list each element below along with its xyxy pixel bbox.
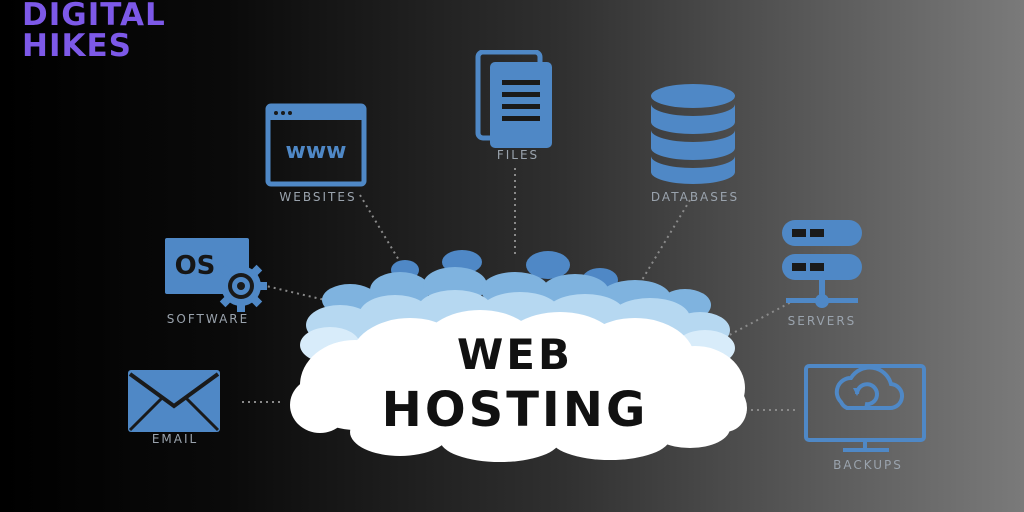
backups-label: BACKUPS [833,458,903,472]
logo-line-2: HIKES [22,28,133,64]
headline-line-2: HOSTING [381,382,649,438]
browser-window-icon: www [265,103,367,187]
email-label: EMAIL [151,432,199,446]
databases-label: DATABASES [650,190,740,204]
software-label: SOFTWARE [166,312,250,326]
files-icon [475,50,552,148]
www-text: www [286,139,347,164]
logo-line-1: DIGITAL [22,0,166,33]
backup-monitor-icon [804,364,926,452]
headline-line-1: WEB [456,330,574,379]
envelope-icon [128,370,220,432]
websites-label: WEBSITES [279,190,357,204]
os-text: OS [175,251,216,281]
files-label: FILES [496,148,540,162]
os-gear-icon: OS [165,238,267,312]
server-icon [782,220,862,308]
database-icon [651,84,735,184]
servers-label: SERVERS [787,314,857,328]
brand-logo[interactable]: DIGITAL HIKES [22,0,166,62]
